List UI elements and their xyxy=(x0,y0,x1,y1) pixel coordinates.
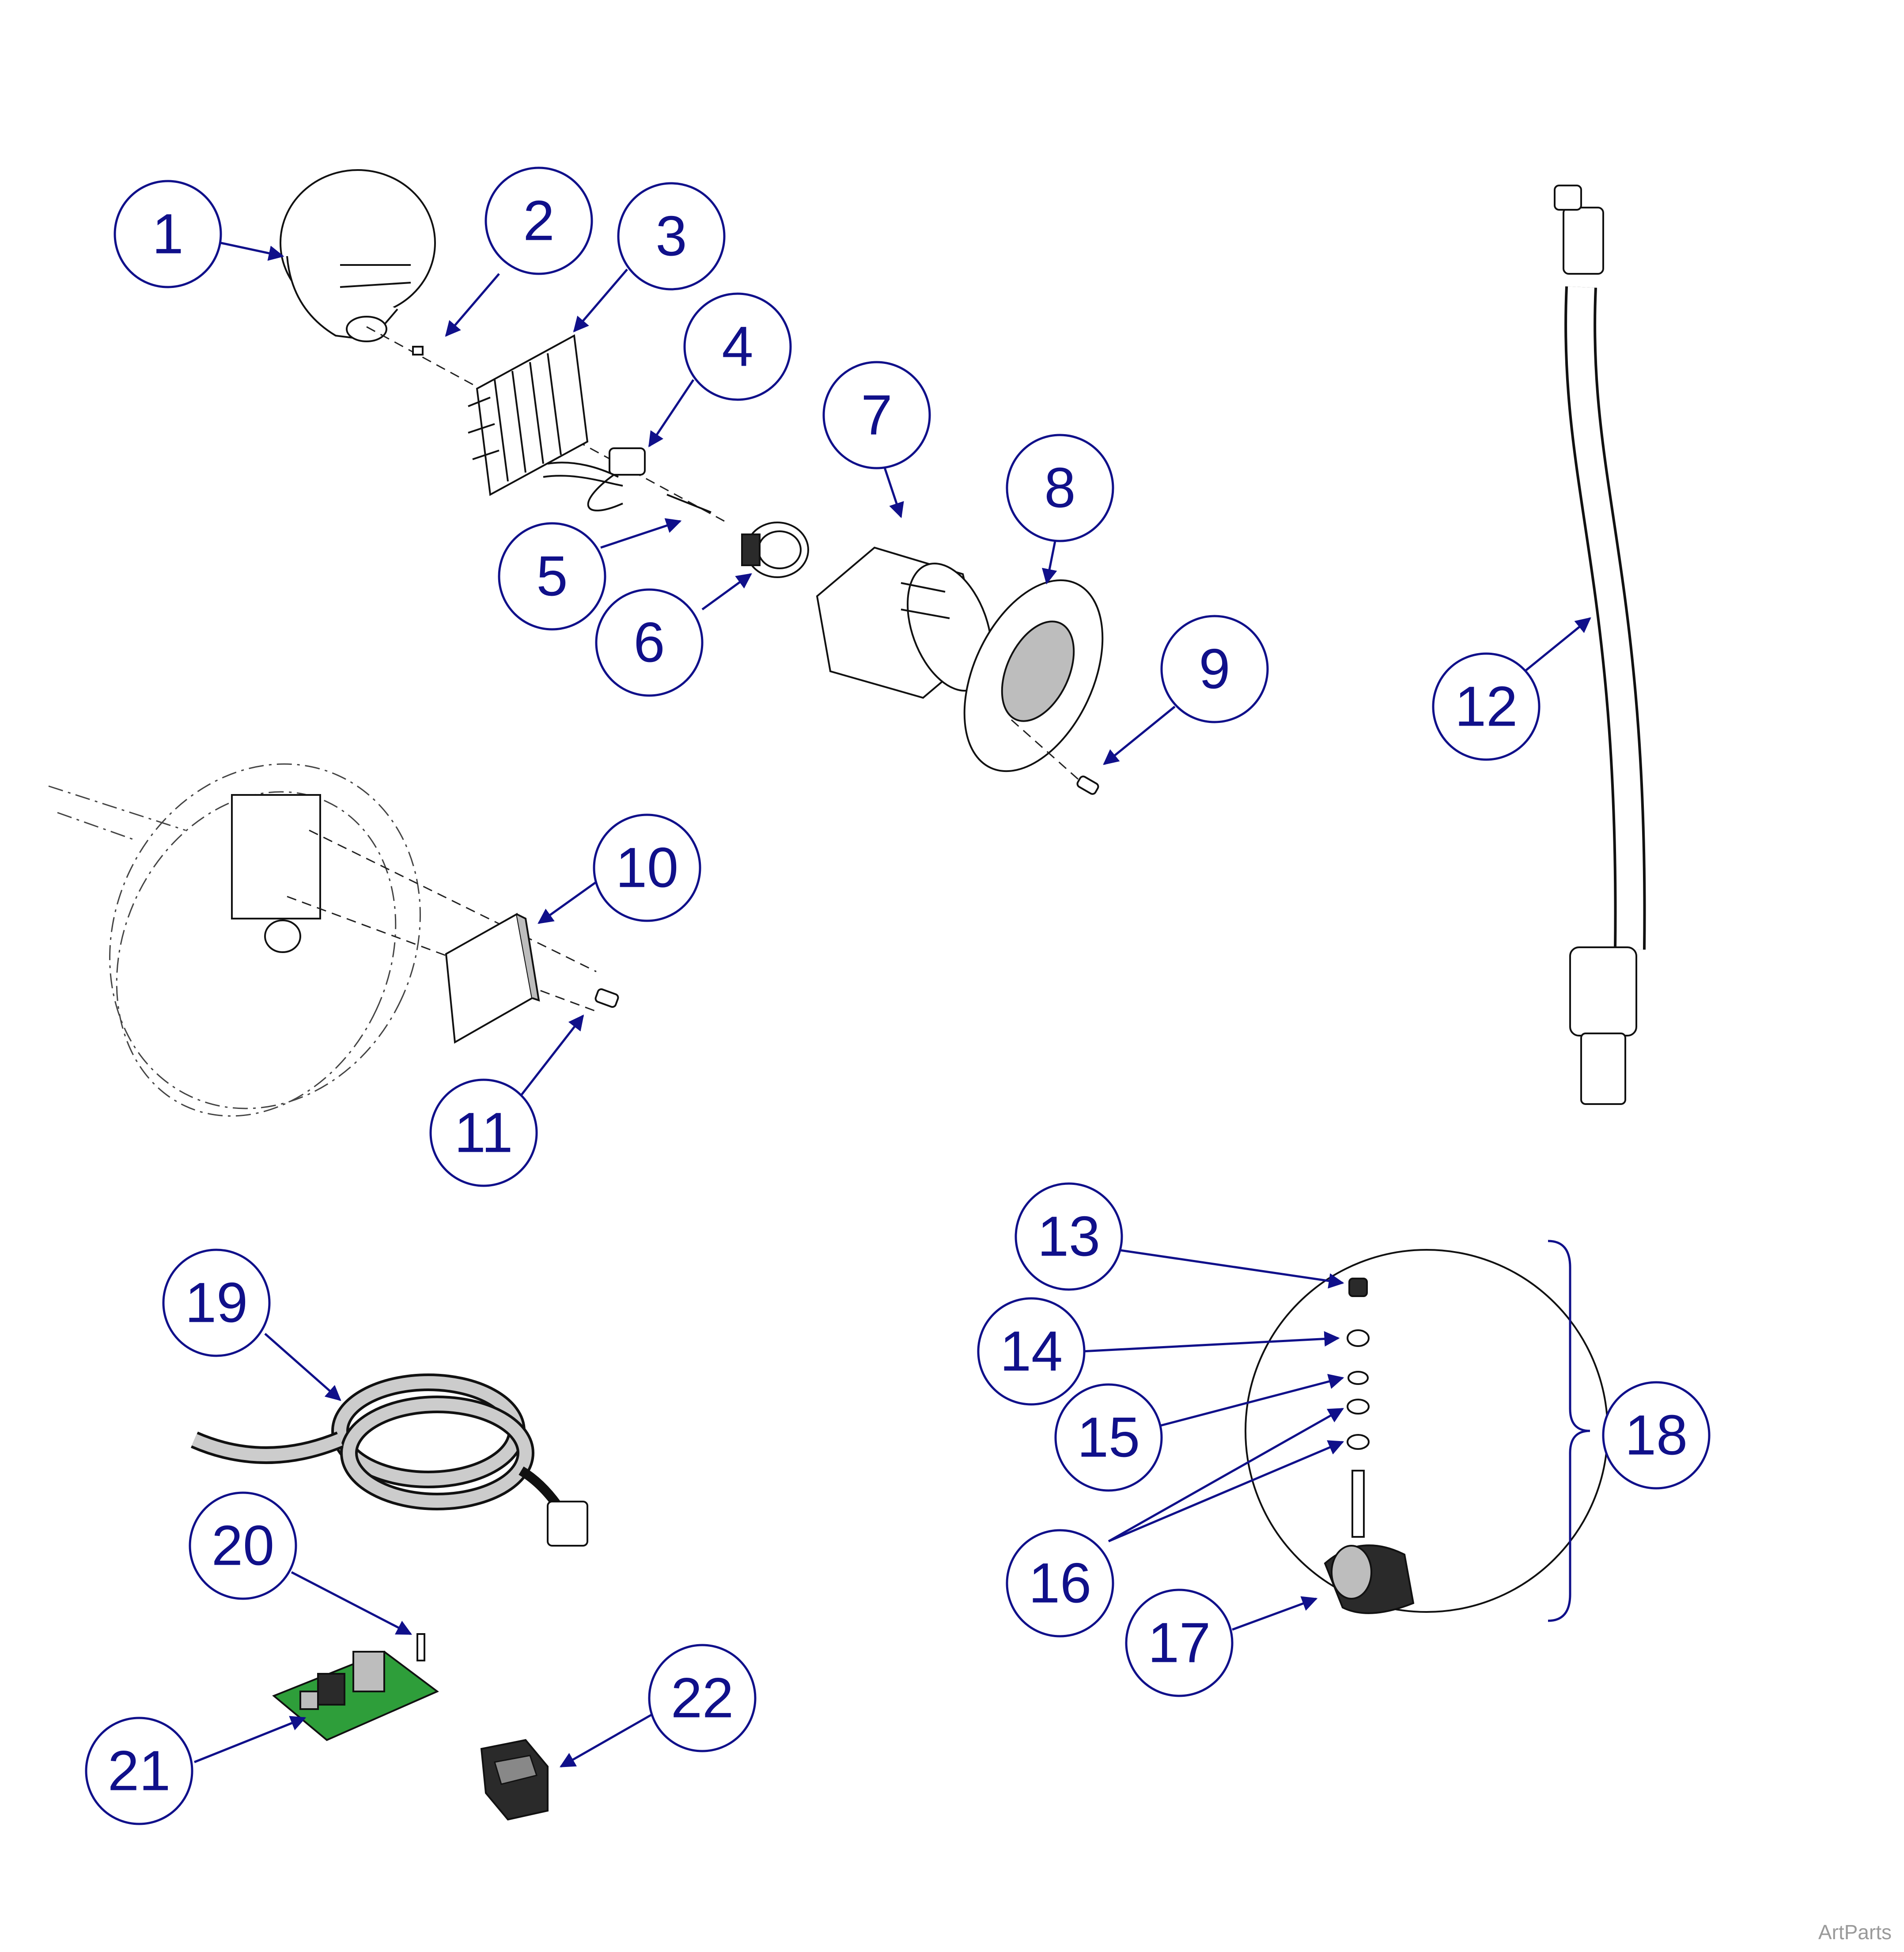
part-11-screw xyxy=(594,988,619,1008)
board-10-axis-lines xyxy=(287,829,597,1012)
part-4-lamp-socket xyxy=(543,447,646,511)
leader-13 xyxy=(1117,1248,1344,1289)
part-20-screw xyxy=(416,1633,425,1661)
callout-19: 19 xyxy=(162,1248,271,1357)
part-14-nut xyxy=(1347,1329,1370,1347)
leader-17 xyxy=(1232,1596,1318,1631)
callout-1: 1 xyxy=(114,180,222,288)
callout-13: 13 xyxy=(1014,1182,1123,1291)
part-6-bulb xyxy=(741,522,809,578)
callout-17: 17 xyxy=(1125,1589,1234,1697)
leader-5 xyxy=(600,518,682,549)
part-1-light-housing xyxy=(280,169,436,342)
leader-12 xyxy=(1518,617,1591,677)
callout-22: 22 xyxy=(648,1644,757,1752)
watermark: ArtParts xyxy=(1818,1921,1892,1944)
part-8-bezel-ring xyxy=(963,579,1104,772)
callout-14: 14 xyxy=(977,1297,1086,1406)
svg-text:19: 19 xyxy=(185,1271,248,1335)
part-12-hose xyxy=(1554,185,1646,1105)
callout-16: 16 xyxy=(1006,1529,1114,1638)
callout-4: 4 xyxy=(683,292,792,401)
part-5-pin xyxy=(666,494,712,513)
group-18-brace xyxy=(1548,1240,1590,1622)
svg-text:3: 3 xyxy=(655,205,687,268)
svg-text:11: 11 xyxy=(454,1101,513,1165)
svg-text:10: 10 xyxy=(616,836,678,900)
leader-6 xyxy=(701,573,752,611)
callout-8: 8 xyxy=(1006,434,1114,542)
leader-15 xyxy=(1157,1374,1344,1428)
callout-20: 20 xyxy=(189,1491,297,1600)
callout-6: 6 xyxy=(595,588,704,697)
part-22-rocker-switch xyxy=(480,1739,549,1821)
part-15-lock-washer xyxy=(1348,1371,1369,1385)
svg-text:8: 8 xyxy=(1044,457,1075,520)
leader-16b xyxy=(1108,1440,1344,1543)
part-17-caster xyxy=(1324,1470,1415,1614)
callout-15: 15 xyxy=(1054,1383,1163,1492)
part-2-clip xyxy=(412,346,424,356)
part-16-washers xyxy=(1347,1399,1370,1450)
part-10-cover-plate xyxy=(445,912,540,1044)
svg-text:6: 6 xyxy=(633,611,665,674)
svg-text:18: 18 xyxy=(1625,1404,1688,1467)
leader-7 xyxy=(882,463,904,518)
screw-9-axis-line xyxy=(1011,719,1091,791)
caster-detail-circle xyxy=(1245,1249,1609,1613)
phantom-base-disc xyxy=(48,763,421,1117)
svg-text:7: 7 xyxy=(861,384,892,447)
part-7-shroud xyxy=(816,546,992,699)
svg-text:13: 13 xyxy=(1037,1205,1100,1268)
leader-14 xyxy=(1082,1331,1340,1353)
leader-3 xyxy=(573,269,628,333)
leader-8 xyxy=(1042,538,1057,585)
svg-text:5: 5 xyxy=(536,545,568,608)
svg-text:14: 14 xyxy=(1000,1320,1063,1383)
callout-2: 2 xyxy=(485,166,593,275)
callout-12: 12 xyxy=(1432,652,1541,761)
svg-text:21: 21 xyxy=(108,1740,170,1803)
leader-4 xyxy=(648,379,695,447)
part-19-power-cord xyxy=(190,1373,588,1547)
leader-11 xyxy=(520,1014,584,1096)
callout-3: 3 xyxy=(617,182,726,291)
callout-21: 21 xyxy=(85,1717,193,1825)
svg-text:12: 12 xyxy=(1455,675,1518,738)
callout-9: 9 xyxy=(1160,615,1269,723)
svg-text:16: 16 xyxy=(1029,1552,1091,1615)
callout-11: 11 xyxy=(429,1078,538,1187)
leader-2 xyxy=(445,273,500,337)
part-9-screw xyxy=(1076,776,1099,795)
callout-5: 5 xyxy=(498,522,606,631)
part-3-heat-sink xyxy=(468,334,589,496)
leader-1 xyxy=(220,242,284,261)
callout-10: 10 xyxy=(593,813,701,922)
part-21-circuit-board xyxy=(272,1650,439,1741)
leader-16a xyxy=(1108,1407,1344,1543)
leader-9 xyxy=(1103,706,1176,765)
explode-axis-line xyxy=(366,326,725,522)
leader-19 xyxy=(264,1333,341,1401)
leader-21 xyxy=(194,1716,307,1763)
svg-text:20: 20 xyxy=(212,1514,274,1577)
svg-text:15: 15 xyxy=(1077,1406,1140,1469)
part-13-cap xyxy=(1348,1278,1368,1297)
svg-text:9: 9 xyxy=(1199,638,1230,701)
svg-text:4: 4 xyxy=(722,315,753,378)
svg-text:2: 2 xyxy=(523,189,554,253)
leader-22 xyxy=(559,1712,655,1768)
svg-text:1: 1 xyxy=(152,203,183,266)
leader-lines xyxy=(194,242,1591,1768)
leader-20 xyxy=(291,1571,413,1635)
callout-7: 7 xyxy=(822,361,931,469)
svg-text:22: 22 xyxy=(671,1667,734,1730)
leader-10 xyxy=(538,878,602,924)
callout-18: 18 xyxy=(1602,1381,1711,1490)
svg-text:17: 17 xyxy=(1148,1612,1211,1675)
